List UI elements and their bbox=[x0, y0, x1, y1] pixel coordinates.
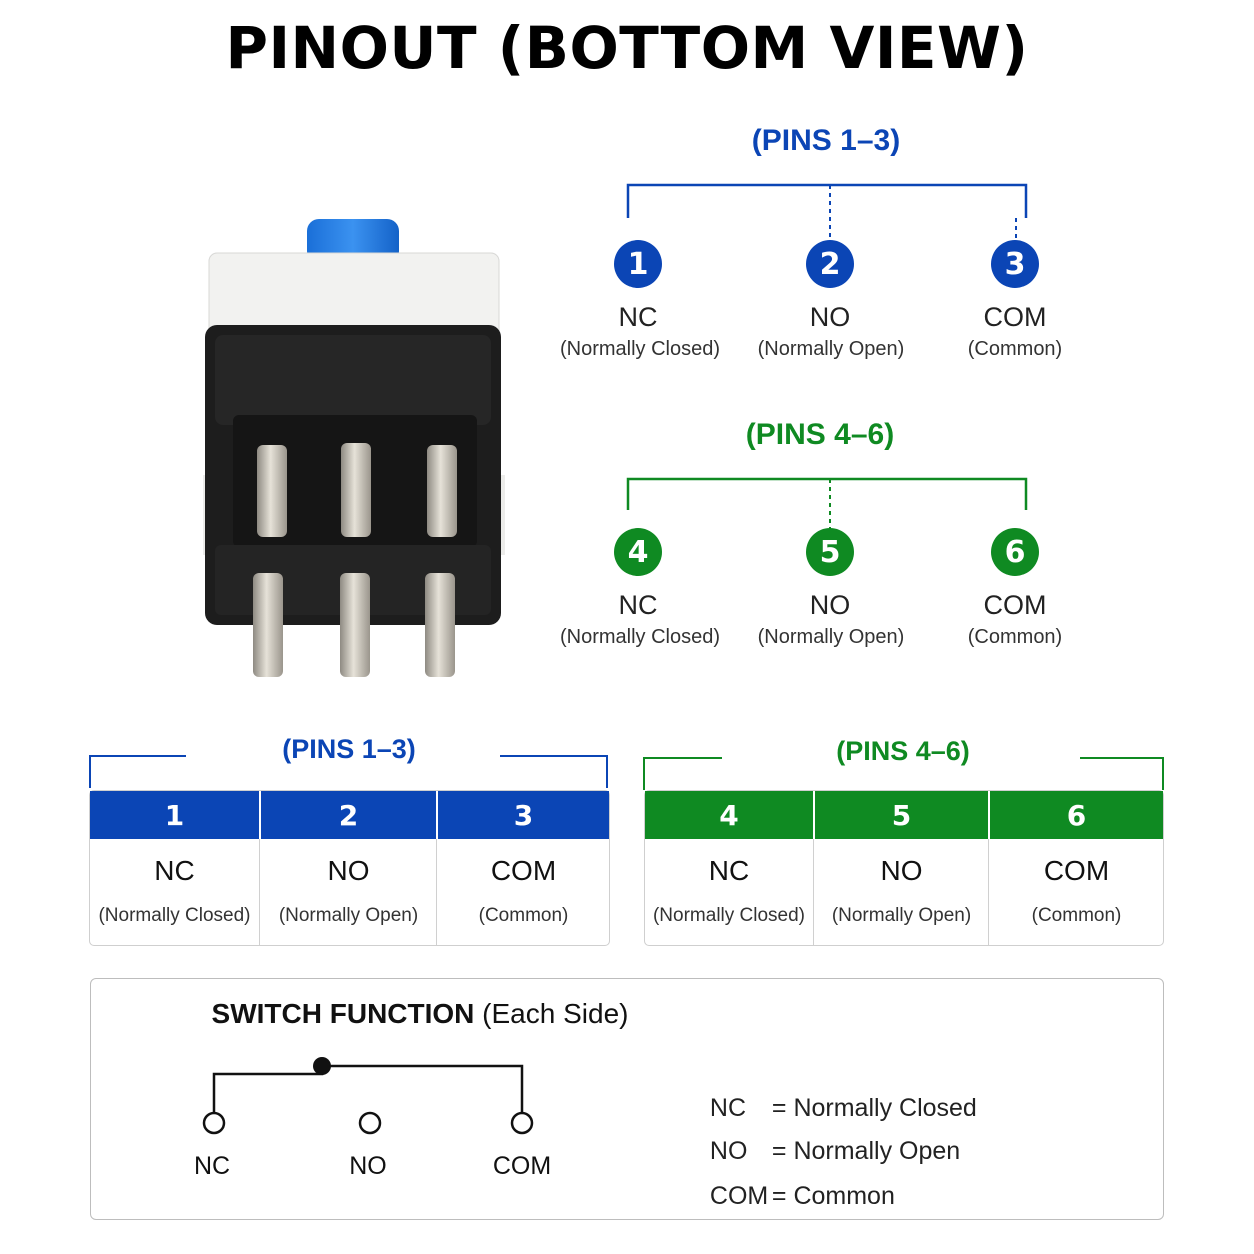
pin-upper bbox=[427, 445, 457, 537]
cell-desc: (Common) bbox=[478, 905, 569, 926]
pin-lower bbox=[425, 573, 455, 677]
switch-function-title-rest: (Each Side) bbox=[482, 998, 629, 1029]
cell-desc: (Normally Closed) bbox=[652, 905, 806, 926]
pin-5-marker: 5 bbox=[806, 528, 854, 576]
table-header: 6 bbox=[990, 791, 1163, 839]
cell-divider bbox=[436, 839, 437, 945]
cell-desc: (Normally Closed) bbox=[98, 905, 251, 926]
pin-5-name: NO bbox=[809, 590, 851, 620]
pin-lower bbox=[253, 573, 283, 677]
legend-value: = Normally Closed bbox=[771, 1094, 977, 1122]
cell-name: NC bbox=[154, 855, 195, 886]
pin-2-name: NO bbox=[809, 302, 851, 332]
push-switch-illustration bbox=[203, 219, 505, 677]
terminal-nc bbox=[202, 1111, 226, 1135]
terminal-no bbox=[358, 1111, 382, 1135]
switch-function-title-bold: SWITCH FUNCTION bbox=[211, 998, 475, 1029]
switch-function-title: SWITCH FUNCTION (Each Side) bbox=[90, 998, 750, 1030]
table-cell: 3 COM (Common) bbox=[438, 791, 609, 945]
pin-5-desc: (Normally Open) bbox=[757, 626, 905, 648]
table-header: 4 bbox=[645, 791, 813, 839]
legend-value: = Common bbox=[771, 1182, 895, 1210]
legend-value: = Normally Open bbox=[771, 1137, 961, 1165]
pin-4-marker: 4 bbox=[614, 528, 662, 576]
cell-name: NO bbox=[880, 855, 923, 886]
pin-table-2: 4 NC (Normally Closed) 5 NO (Normally Op… bbox=[644, 790, 1164, 946]
pin-4-name: NC bbox=[618, 590, 658, 620]
pins-4-6-heading: (PINS 4–6) bbox=[745, 418, 895, 451]
cell-divider bbox=[813, 839, 814, 945]
table-header: 5 bbox=[815, 791, 988, 839]
pin-6-marker: 6 bbox=[991, 528, 1039, 576]
pins-4-6-bracket bbox=[626, 477, 1028, 532]
table-cell: 2 NO (Normally Open) bbox=[261, 791, 436, 945]
switch-function-panel bbox=[90, 978, 1164, 1220]
switch-schematic bbox=[202, 1057, 534, 1135]
pivot-dot bbox=[313, 1057, 331, 1075]
cell-name: NC bbox=[708, 855, 750, 886]
table-1-bracket bbox=[89, 755, 608, 788]
cell-desc: (Normally Open) bbox=[278, 905, 419, 926]
legend-row: COM= Common bbox=[696, 1153, 895, 1211]
pin-upper bbox=[341, 443, 371, 537]
legend-key: COM bbox=[709, 1182, 769, 1210]
pin-table-1: 1 NC (Normally Closed) 2 NO (Normally Op… bbox=[89, 790, 610, 946]
legend-row: NO = Normally Open bbox=[696, 1108, 960, 1166]
cell-divider bbox=[988, 839, 989, 945]
table-header: 1 bbox=[90, 791, 259, 839]
pin-upper bbox=[257, 445, 287, 537]
table-header: 2 bbox=[261, 791, 436, 839]
table-2-title: (PINS 4–6) bbox=[836, 736, 970, 766]
legend-key: NC bbox=[709, 1094, 747, 1122]
pin-4-desc: (Normally Closed) bbox=[559, 626, 721, 648]
pin-1-name: NC bbox=[618, 302, 658, 332]
pin-2-marker: 2 bbox=[806, 240, 854, 288]
pin-2-desc: (Normally Open) bbox=[757, 338, 905, 360]
cell-desc: (Common) bbox=[1031, 905, 1122, 926]
cell-divider bbox=[259, 839, 260, 945]
pin-1-desc: (Normally Closed) bbox=[559, 338, 721, 360]
table-1-heading: (PINS 1–3) bbox=[90, 734, 608, 765]
pins-1-3-bracket bbox=[626, 183, 1028, 238]
page-title: PINOUT (BOTTOM VIEW) bbox=[225, 14, 1029, 82]
terminal-label-nc: NC bbox=[193, 1152, 231, 1180]
pin-6-name: COM bbox=[983, 590, 1047, 620]
pin-3-name: COM bbox=[983, 302, 1047, 332]
terminal-label-com: COM bbox=[492, 1152, 552, 1180]
cell-name: COM bbox=[1043, 855, 1110, 886]
cell-desc: (Normally Open) bbox=[831, 905, 972, 926]
table-cell: 5 NO (Normally Open) bbox=[815, 791, 988, 945]
legend-row: NC = Normally Closed bbox=[696, 1065, 977, 1123]
table-1-title: (PINS 1–3) bbox=[282, 734, 416, 764]
pin-lower bbox=[340, 573, 370, 677]
table-header: 3 bbox=[438, 791, 609, 839]
cell-name: COM bbox=[490, 855, 557, 886]
pin-6-desc: (Common) bbox=[967, 626, 1063, 648]
pin-3-marker: 3 bbox=[991, 240, 1039, 288]
terminal-com bbox=[510, 1111, 534, 1135]
table-cell: 1 NC (Normally Closed) bbox=[90, 791, 259, 945]
pin-3-desc: (Common) bbox=[967, 338, 1063, 360]
table-2-bracket bbox=[643, 757, 1164, 790]
terminal-label-no: NO bbox=[349, 1152, 387, 1180]
table-cell: 4 NC (Normally Closed) bbox=[645, 791, 813, 945]
table-2-heading: (PINS 4–6) bbox=[644, 736, 1162, 767]
pin-1-marker: 1 bbox=[614, 240, 662, 288]
actuator-cap bbox=[307, 219, 399, 263]
table-cell: 6 COM (Common) bbox=[990, 791, 1163, 945]
legend-key: NO bbox=[709, 1137, 748, 1165]
pins-1-3-heading: (PINS 1–3) bbox=[751, 124, 901, 157]
cell-name: NO bbox=[327, 855, 370, 886]
